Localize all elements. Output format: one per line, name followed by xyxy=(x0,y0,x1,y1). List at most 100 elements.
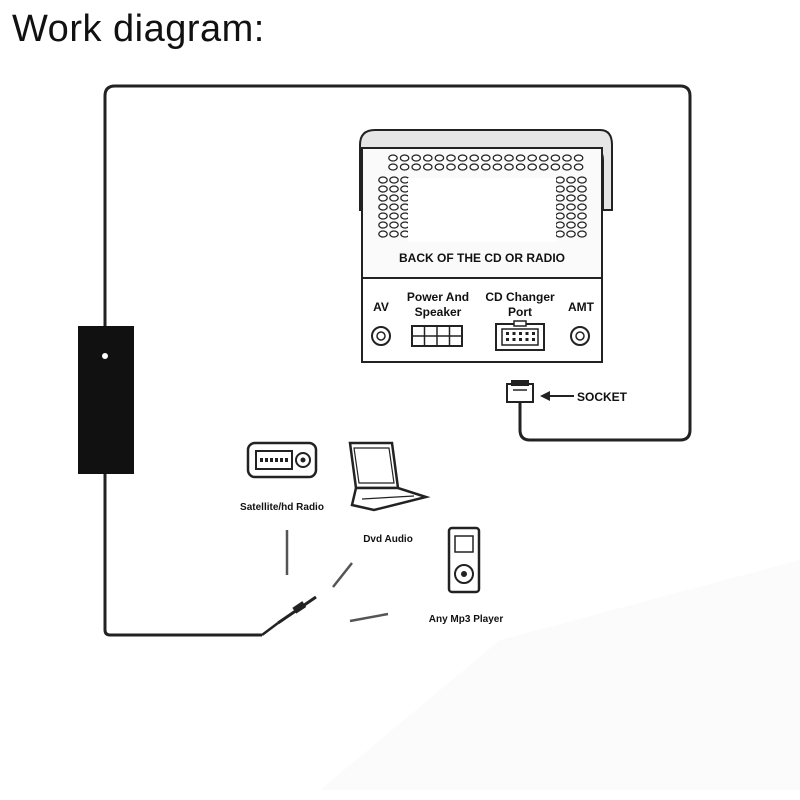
device-label-satellite: Satellite/hd Radio xyxy=(240,502,324,513)
head-unit-caption: BACK OF THE CD OR RADIO xyxy=(399,251,565,265)
vent-dot xyxy=(555,230,565,238)
vent-dot xyxy=(378,176,388,184)
vent-dot xyxy=(388,154,398,162)
mp3-player-icon xyxy=(447,526,481,594)
vent-dot xyxy=(538,154,549,162)
vent-dot xyxy=(573,163,584,171)
vent-dot xyxy=(400,203,410,211)
vent-dot xyxy=(400,194,410,202)
connector-pin xyxy=(519,332,522,335)
vent-dot xyxy=(457,163,468,171)
vent-dot xyxy=(399,154,410,162)
vent-dot xyxy=(538,163,549,171)
vent-dot xyxy=(566,212,576,220)
socket-label: SOCKET xyxy=(577,390,628,404)
vent-dot xyxy=(389,221,399,229)
power-speaker-connector xyxy=(411,325,463,347)
connector-pin xyxy=(506,338,509,341)
vent-dot xyxy=(469,154,480,162)
vent-dot xyxy=(577,194,587,202)
vent-dot xyxy=(562,163,572,171)
background-fill xyxy=(320,560,800,790)
vent-dot xyxy=(400,176,410,184)
interface-box xyxy=(78,326,134,474)
vent-dot xyxy=(577,203,587,211)
vent-dot xyxy=(389,212,399,220)
dvd-laptop-icon xyxy=(348,441,431,512)
vent-dot xyxy=(562,154,572,162)
vent-dot xyxy=(378,194,388,202)
port-label-power-2: Speaker xyxy=(415,305,462,319)
port-label-cd-2: Port xyxy=(508,305,532,319)
vent-dot xyxy=(566,194,576,202)
vent-dot xyxy=(515,163,526,171)
page-title: Work diagram: xyxy=(12,8,265,50)
vent-dot xyxy=(378,230,388,238)
port-label-av: AV xyxy=(373,300,389,314)
vent-dot xyxy=(492,154,503,162)
vent-dot xyxy=(555,203,565,211)
main-cable xyxy=(103,84,692,442)
vent-dot xyxy=(469,163,480,171)
vent-dot xyxy=(378,212,388,220)
vent-dot xyxy=(566,203,576,211)
vent-dot xyxy=(550,163,561,171)
vent-dot xyxy=(527,163,538,171)
connector-pin xyxy=(506,332,509,335)
vent-dot xyxy=(400,221,410,229)
vent-dot xyxy=(555,221,565,229)
vent-dot xyxy=(480,154,491,162)
vent-dot xyxy=(492,163,503,171)
socket-arrow xyxy=(540,391,574,401)
interface-led xyxy=(102,353,108,359)
device-label-dvd: Dvd Audio xyxy=(363,534,413,545)
vent-dot xyxy=(389,203,399,211)
connector-pin xyxy=(512,338,516,341)
head-unit: BACK OF THE CD OR RADIO AV Power And Spe… xyxy=(359,129,613,363)
vent-dot xyxy=(411,154,422,162)
vent-dot xyxy=(555,194,565,202)
connector-pin xyxy=(525,338,529,341)
vent-dot xyxy=(566,221,576,229)
vent-dot xyxy=(400,230,410,238)
vent-dot xyxy=(389,185,399,193)
vent-dot xyxy=(400,185,410,193)
vent-dot xyxy=(480,163,491,171)
vent-dot xyxy=(504,154,514,162)
vent-dot xyxy=(446,163,456,171)
port-label-power-1: Power And xyxy=(407,290,469,304)
vent-dot xyxy=(388,163,398,171)
vent-dot xyxy=(566,176,576,184)
vent-dot xyxy=(389,194,399,202)
vent-dot xyxy=(411,163,422,171)
vent-dot xyxy=(577,212,587,220)
vent-dot xyxy=(515,154,526,162)
connector-pin xyxy=(512,332,516,335)
connector-pin xyxy=(525,332,529,335)
connector-pin xyxy=(532,332,535,335)
vent-dot xyxy=(550,154,561,162)
connector-pin xyxy=(532,338,535,341)
vent-dot xyxy=(573,154,584,162)
vent-dot xyxy=(555,176,565,184)
vent-dot xyxy=(422,163,433,171)
vent-dot xyxy=(504,163,514,171)
vent-dot xyxy=(434,154,445,162)
vent-dot xyxy=(422,154,433,162)
vent-dot xyxy=(577,221,587,229)
port-label-cd-1: CD Changer xyxy=(485,290,555,304)
port-label-amt: AMT xyxy=(568,300,595,314)
vent-dot xyxy=(389,176,399,184)
vent-dot xyxy=(457,154,468,162)
vent-dot xyxy=(566,185,576,193)
vent-dot xyxy=(378,203,388,211)
vent-dot xyxy=(434,163,445,171)
vent-dot xyxy=(378,185,388,193)
vent-dot xyxy=(555,212,565,220)
device-label-mp3: Any Mp3 Player xyxy=(429,614,504,625)
vent-dot xyxy=(577,230,587,238)
aux-plug xyxy=(277,595,317,625)
vent-dot xyxy=(577,185,587,193)
vent-grille xyxy=(378,154,587,238)
